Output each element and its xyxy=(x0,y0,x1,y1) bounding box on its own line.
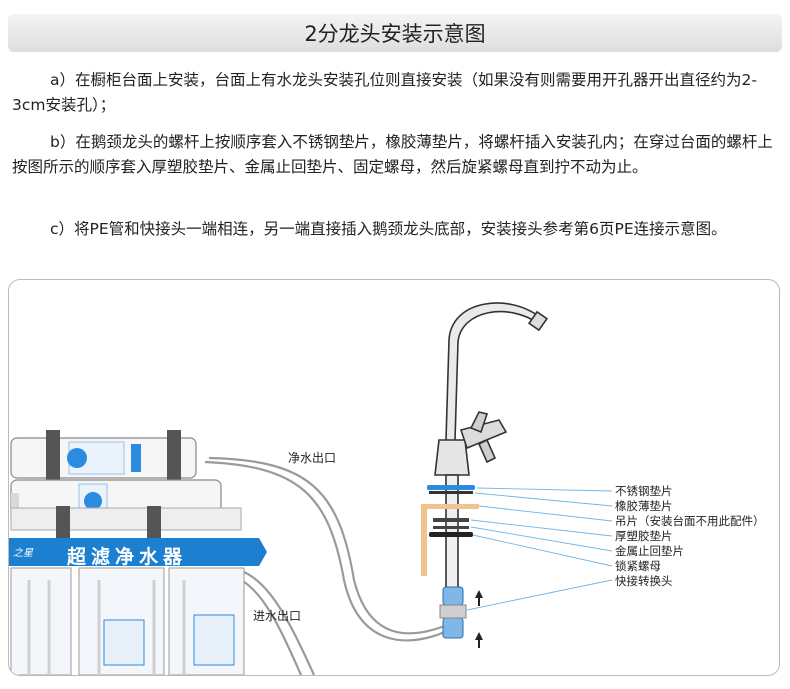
purifier-unit xyxy=(9,430,267,675)
callout-metal-check-washer: 金属止回垫片 xyxy=(615,544,684,558)
brand-logo: 之星 xyxy=(13,548,33,559)
callout-rubber-washer: 橡胶薄垫片 xyxy=(615,499,673,513)
instruction-b: b）在鹅颈龙头的螺杆上按顺序套入不锈钢垫片，橡胶薄垫片，将螺杆插入安装孔内；在穿… xyxy=(12,133,773,176)
callout-lines xyxy=(466,487,613,611)
instruction-c: c）将PE管和快接头一端相连，另一端直接插入鹅颈龙头底部，安装接头参考第6页PE… xyxy=(50,220,727,238)
callout-plastic-washer: 厚塑胶垫片 xyxy=(615,529,673,543)
diagram-drawing xyxy=(9,302,613,675)
callout-stainless-washer: 不锈钢垫片 xyxy=(615,484,673,498)
inlet-label: 进水出口 xyxy=(253,609,302,623)
callout-quick-connector: 快接转换头 xyxy=(615,574,673,588)
outlet-label: 净水出口 xyxy=(288,451,337,465)
gooseneck-faucet xyxy=(434,302,549,596)
page-title: 2分龙头安装示意图 xyxy=(8,14,782,52)
mounting-parts xyxy=(421,485,483,648)
callout-lock-nut: 锁紧螺母 xyxy=(615,559,661,573)
instruction-a: a）在橱柜台面上安装，台面上有水龙头安装孔位则直接安装（如果没有则需要用开孔器开… xyxy=(12,71,757,114)
installation-diagram: 净水出口 进水出口 之星 超滤净水器 不锈钢垫片 橡胶薄垫片 吊片（安装台面不用… xyxy=(8,279,780,676)
page-title-text: 2分龙头安装示意图 xyxy=(304,22,486,46)
callout-hanger: 吊片（安装台面不用此配件） xyxy=(615,514,765,528)
brand-banner: 超滤净水器 xyxy=(67,546,188,568)
